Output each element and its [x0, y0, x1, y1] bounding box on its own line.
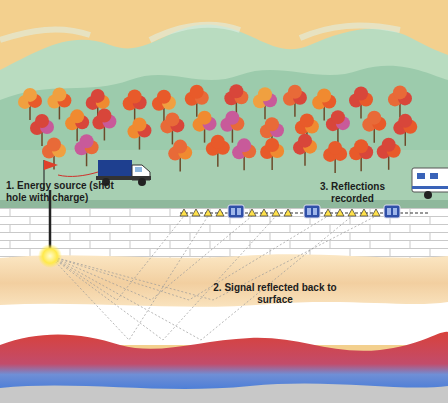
ground-surface: [0, 150, 448, 208]
geophone: [192, 209, 200, 216]
tree-crown: [35, 114, 49, 128]
recording-trailer: [412, 168, 448, 199]
geophone: [336, 209, 344, 216]
tree-crown: [354, 139, 368, 153]
tree-crown: [265, 138, 279, 152]
charge-burst: [38, 244, 62, 268]
recorder-box: [228, 205, 244, 218]
tree-crown: [367, 111, 381, 125]
tree-crown: [52, 87, 66, 101]
tree-crown: [354, 87, 368, 101]
tree-crown: [165, 112, 179, 126]
recorder-window: [313, 208, 317, 215]
geophone: [248, 209, 256, 216]
tree-crown: [173, 140, 187, 154]
tree-crown: [328, 141, 342, 155]
tree-crown: [298, 134, 312, 148]
recorder-box: [304, 205, 320, 218]
tree-crown: [47, 138, 61, 152]
geophone: [372, 209, 380, 216]
tree-crown: [80, 134, 94, 148]
tree-crown: [225, 111, 239, 125]
geophone: [360, 209, 368, 216]
brick-layer: [0, 208, 448, 260]
tree-crown: [229, 84, 243, 98]
tree-crown: [382, 138, 396, 152]
trees: [18, 84, 417, 173]
tree-crown: [132, 118, 146, 132]
tree-crown: [211, 135, 225, 149]
geophone: [260, 209, 268, 216]
geophone: [324, 209, 332, 216]
tree-crown: [265, 117, 279, 131]
tree-crown: [70, 109, 84, 123]
tree-crown: [300, 114, 314, 128]
recorder-box: [384, 205, 400, 218]
callout-label: 2. Signal reflected back to surface: [200, 282, 350, 306]
seismic-rays: [50, 216, 376, 340]
tree-crown: [393, 85, 407, 99]
basement-layer: [0, 383, 448, 403]
tree-crown: [97, 108, 111, 122]
callout-label: 3. Reflections recorded: [300, 181, 405, 205]
seismic-ray: [50, 216, 276, 340]
geophone: [180, 209, 188, 216]
geophone: [284, 209, 292, 216]
geophone: [272, 209, 280, 216]
reflector-layer: [0, 332, 448, 403]
tree-crown: [157, 90, 171, 104]
tree-crown: [198, 111, 212, 125]
tree-crown: [288, 85, 302, 99]
recorder-window: [393, 208, 397, 215]
tree-crown: [190, 85, 204, 99]
callout-label: 1. Energy source (shot hole with charge): [6, 180, 136, 204]
flag: [44, 160, 58, 170]
tree-crown: [331, 110, 345, 124]
tree-crown: [91, 89, 105, 103]
tree-crown: [128, 90, 142, 104]
recorder-window: [307, 208, 311, 215]
seismic-ray: [50, 216, 184, 300]
tree-crown: [258, 87, 272, 101]
geophone: [348, 209, 356, 216]
tree-crown: [237, 138, 251, 152]
geophone: [204, 209, 212, 216]
tree-crown: [317, 88, 331, 102]
seismic-ray: [50, 216, 208, 340]
geophone: [216, 209, 224, 216]
recorder-window: [237, 208, 241, 215]
tree-crown: [23, 88, 37, 102]
tree-crown: [398, 114, 412, 128]
recorder-window: [387, 208, 391, 215]
seismic-ray: [50, 216, 352, 340]
geophones: [180, 205, 400, 218]
recorder-window: [231, 208, 235, 215]
